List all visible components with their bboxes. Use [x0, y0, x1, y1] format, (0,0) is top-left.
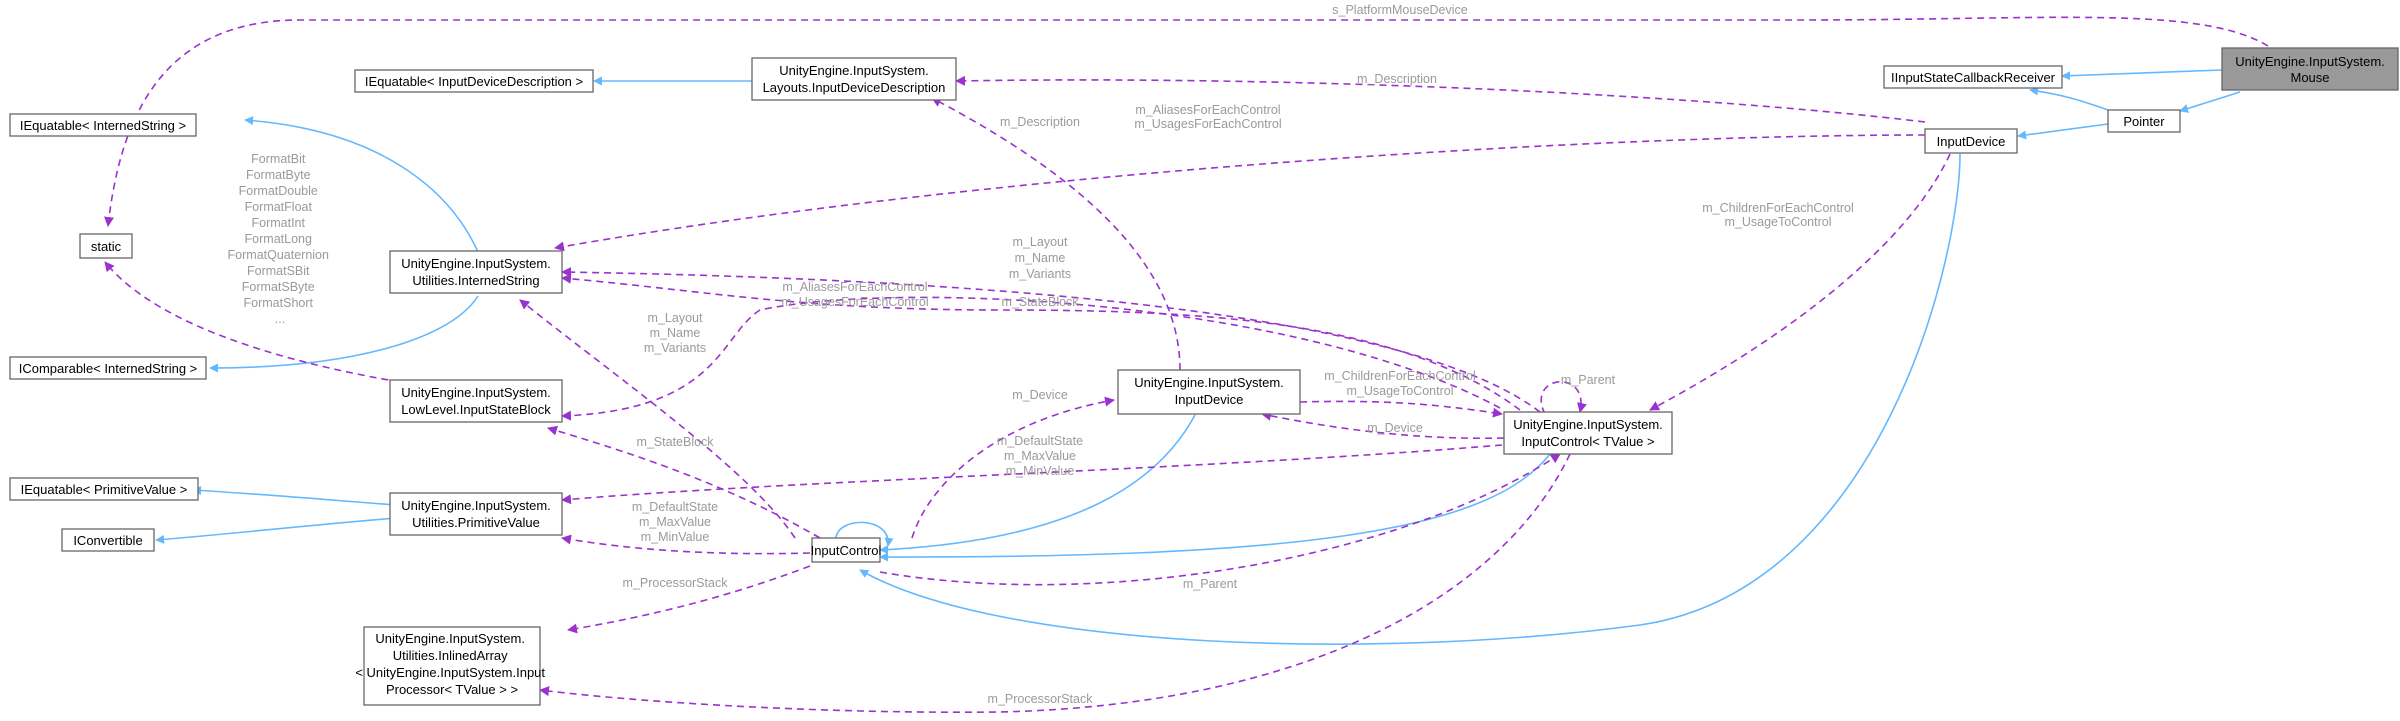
svg-text:IComparable< InternedString >: IComparable< InternedString >	[19, 361, 198, 376]
label-parent-ic: m_Parent	[1183, 577, 1238, 591]
edge-interned-iequatable	[244, 116, 479, 253]
nodes: UnityEngine.InputSystem.Mouse IInputStat…	[9, 47, 2399, 706]
node-unityengine-inputdevice[interactable]: UnityEngine.InputSystem.InputDevice	[1117, 369, 1301, 415]
edge-inputcontrol-self	[835, 521, 894, 547]
svg-text:UnityEngine.InputSystem.InputD: UnityEngine.InputSystem.InputDevice	[1134, 375, 1284, 407]
node-static[interactable]: static	[79, 233, 133, 259]
node-pointer[interactable]: Pointer	[2107, 109, 2181, 133]
edge-m-device-ic	[911, 396, 1115, 539]
svg-text:static: static	[91, 239, 122, 254]
edge-parent-ic	[879, 453, 1561, 586]
svg-text:UnityEngine.InputSystem.InputC: UnityEngine.InputSystem.InputControl< TV…	[1513, 417, 1663, 449]
label-m-device-ict: m_Device	[1367, 421, 1423, 435]
edge-default-ic	[561, 534, 811, 555]
edge-pointer-inputdevice	[2017, 123, 2109, 140]
edge-processor-ic	[567, 565, 811, 634]
label-stateblock-ict: m_StateBlock	[1001, 295, 1079, 309]
label-processor-ic: m_ProcessorStack	[623, 576, 729, 590]
edge-m-description-top	[955, 75, 1926, 123]
node-inputdevice[interactable]: InputDevice	[1924, 128, 2018, 154]
node-inputstateblock[interactable]: UnityEngine.InputSystem.LowLevel.InputSt…	[389, 379, 563, 423]
svg-text:UnityEngine.InputSystem.LowLev: UnityEngine.InputSystem.LowLevel.InputSt…	[401, 385, 551, 417]
edge-formats	[104, 261, 401, 383]
svg-text:UnityEngine.InputSystem.Utilit: UnityEngine.InputSystem.Utilities.Intern…	[401, 256, 551, 288]
edge-m-device-ict	[1261, 410, 1505, 440]
node-inputcontrol-tvalue[interactable]: UnityEngine.InputSystem.InputControl< TV…	[1503, 411, 1673, 455]
edge-processor-ict	[539, 453, 1571, 713]
label-m-description-mid: m_Description	[1000, 115, 1080, 129]
label-parent-self: m_Parent	[1561, 373, 1616, 387]
node-iinputstatecallbackreceiver[interactable]: IInputStateCallbackReceiver	[1883, 65, 2063, 89]
svg-text:IConvertible: IConvertible	[73, 533, 142, 548]
edge-children-device	[1649, 153, 1951, 411]
label-platform-mouse: s_PlatformMouseDevice	[1332, 3, 1468, 17]
edge-layout-top	[561, 267, 1541, 413]
edge-pointer-iinputstate	[2029, 86, 2109, 111]
node-iequatable-inputdevicedescription[interactable]: IEquatable< InputDeviceDescription >	[354, 69, 594, 93]
svg-text:IInputStateCallbackReceiver: IInputStateCallbackReceiver	[1891, 70, 2056, 85]
edge-aliases-ict	[561, 296, 1501, 421]
node-primitivevalue[interactable]: UnityEngine.InputSystem.Utilities.Primit…	[389, 492, 563, 536]
node-iequatable-internedstring[interactable]: IEquatable< InternedString >	[9, 113, 197, 137]
svg-text:IEquatable< InputDeviceDescrip: IEquatable< InputDeviceDescription >	[365, 74, 583, 89]
edge-stateblock-ic	[547, 425, 821, 539]
label-processor-ict: m_ProcessorStack	[988, 692, 1094, 706]
node-icomparable-internedstring[interactable]: IComparable< InternedString >	[9, 356, 207, 380]
edge-mouse-iinputstate	[2061, 69, 2223, 81]
node-inlinedarray[interactable]: UnityEngine.InputSystem. Utilities.Inlin…	[355, 626, 548, 706]
label-m-device-ic: m_Device	[1012, 388, 1068, 402]
svg-text:UnityEngine.InputSystem.: UnityEngine.InputSystem. Utilities.Inlin…	[355, 631, 548, 697]
edge-mouse-pointer	[2179, 91, 2241, 113]
svg-text:UnityEngine.InputSystem.Layout: UnityEngine.InputSystem.Layouts.InputDev…	[763, 63, 946, 95]
svg-text:InputDevice: InputDevice	[1937, 134, 2006, 149]
edge-ict-inputcontrol	[879, 453, 1551, 562]
inheritance-edges	[155, 69, 2241, 645]
edge-default-ict	[561, 444, 1503, 505]
label-m-description-top: m_Description	[1357, 72, 1437, 86]
node-mouse[interactable]: UnityEngine.InputSystem.Mouse	[2221, 47, 2399, 91]
usage-edges	[104, 16, 2269, 713]
edge-children-ict	[1299, 400, 1503, 418]
edge-parent-self	[1540, 381, 1587, 415]
node-iconvertible[interactable]: IConvertible	[61, 528, 155, 552]
edge-layout-ic	[519, 299, 796, 539]
label-formats: FormatBit FormatByte FormatDouble Format…	[228, 152, 333, 326]
node-inputdevicedescription[interactable]: UnityEngine.InputSystem.Layouts.InputDev…	[751, 57, 957, 101]
svg-text:UnityEngine.InputSystem.Utilit: UnityEngine.InputSystem.Utilities.Primit…	[401, 498, 551, 530]
svg-text:IEquatable< InternedString >: IEquatable< InternedString >	[20, 118, 186, 133]
edge-prim-iconvertible	[155, 517, 397, 544]
edge-aliases-device	[554, 134, 1926, 252]
label-stateblock-ic: m_StateBlock	[636, 435, 714, 449]
edge-labels: s_PlatformMouseDevice m_Description m_Al…	[228, 3, 1854, 706]
edge-stateblock-ict	[561, 273, 1521, 411]
edge-inputdevice-inputcontrol	[859, 153, 1961, 645]
svg-text:UnityEngine.InputSystem.Mouse: UnityEngine.InputSystem.Mouse	[2235, 54, 2385, 85]
node-internedstring[interactable]: UnityEngine.InputSystem.Utilities.Intern…	[389, 250, 563, 294]
edge-m-description-mid	[931, 97, 1181, 371]
edge-prim-iequatable	[192, 485, 397, 506]
svg-text:IEquatable< PrimitiveValue >: IEquatable< PrimitiveValue >	[21, 482, 188, 497]
svg-text:InputControl: InputControl	[811, 543, 882, 558]
edge-interned-icomparable	[209, 295, 479, 373]
edge-uidevice-inputcontrol	[879, 414, 1196, 555]
svg-text:Pointer: Pointer	[2123, 114, 2165, 129]
node-iequatable-primitivevalue[interactable]: IEquatable< PrimitiveValue >	[9, 477, 199, 501]
node-inputcontrol[interactable]: InputControl	[811, 537, 882, 563]
